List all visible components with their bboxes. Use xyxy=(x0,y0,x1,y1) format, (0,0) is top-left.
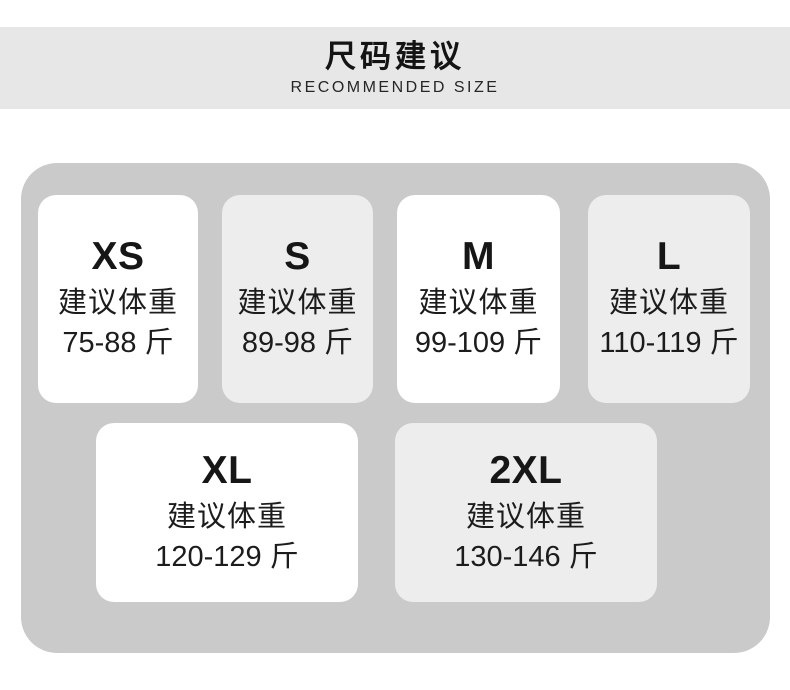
size-name: XL xyxy=(201,448,253,492)
size-name: L xyxy=(656,235,682,279)
size-name: S xyxy=(284,235,311,279)
weight-advice-label: 建议体重 xyxy=(418,287,539,320)
size-panel: XS 建议体重 75-88 斤 S 建议体重 89-98 斤 M 建议体重 99… xyxy=(21,163,770,653)
size-name: XS xyxy=(91,235,145,279)
size-card-xl: XL 建议体重 120-129 斤 xyxy=(96,423,358,602)
weight-range: 110-119 斤 xyxy=(599,327,739,360)
size-card-2xl: 2XL 建议体重 130-146 斤 xyxy=(395,423,657,602)
page-title: 尺码建议 xyxy=(325,38,465,74)
size-card-l: L 建议体重 110-119 斤 xyxy=(588,195,750,403)
weight-advice-label: 建议体重 xyxy=(166,500,287,533)
size-name: M xyxy=(462,235,495,279)
weight-range: 130-146 斤 xyxy=(454,540,598,573)
weight-advice-label: 建议体重 xyxy=(608,287,729,320)
weight-advice-label: 建议体重 xyxy=(237,287,358,320)
weight-range: 75-88 斤 xyxy=(62,327,174,360)
weight-advice-label: 建议体重 xyxy=(465,500,586,533)
weight-range: 89-98 斤 xyxy=(241,327,354,360)
header-band: 尺码建议 RECOMMENDED SIZE xyxy=(0,27,790,109)
weight-range: 99-109 斤 xyxy=(414,327,543,360)
size-card-s: S 建议体重 89-98 斤 xyxy=(222,195,373,403)
size-card-xs: XS 建议体重 75-88 斤 xyxy=(38,195,198,403)
size-name: 2XL xyxy=(489,448,563,492)
weight-range: 120-129 斤 xyxy=(155,540,299,573)
page-subtitle: RECOMMENDED SIZE xyxy=(290,79,500,97)
weight-advice-label: 建议体重 xyxy=(57,287,178,320)
size-card-m: M 建议体重 99-109 斤 xyxy=(397,195,560,403)
